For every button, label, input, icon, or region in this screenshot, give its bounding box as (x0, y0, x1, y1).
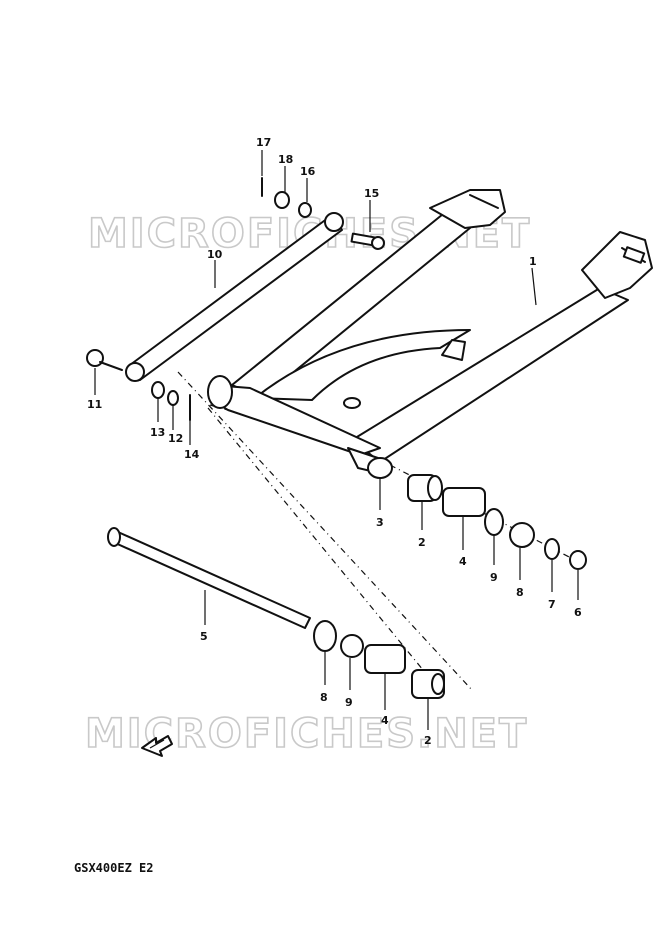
label-part-14: 14 (184, 448, 200, 461)
label-part-6: 6 (574, 606, 582, 619)
label-part-9-right: 9 (490, 571, 498, 584)
label-part-17: 17 (256, 136, 271, 149)
label-part-8-left: 8 (320, 691, 328, 704)
label-part-15: 15 (364, 187, 379, 200)
torque-link (125, 212, 344, 382)
label-part-2-right: 2 (418, 536, 426, 549)
leader-lines (94, 150, 579, 730)
label-part-10: 10 (207, 248, 223, 261)
label-part-11: 11 (87, 398, 102, 411)
upper-mount-hardware (261, 177, 385, 250)
left-pivot-hardware (313, 620, 445, 699)
label-part-13: 13 (150, 426, 165, 439)
label-part-1: 1 (529, 255, 537, 268)
label-part-2-left: 2 (424, 734, 432, 747)
pivot-shaft (107, 527, 311, 629)
swing-arm (207, 189, 653, 479)
label-part-4-right: 4 (459, 555, 467, 568)
label-part-7: 7 (548, 598, 556, 611)
torque-link-bolt (86, 349, 123, 371)
model-code: GSX400EZ E2 (74, 861, 153, 875)
label-part-8-right: 8 (516, 586, 524, 599)
label-part-3: 3 (376, 516, 384, 529)
label-part-5: 5 (200, 630, 208, 643)
label-part-12: 12 (168, 432, 183, 445)
label-part-9-left: 9 (345, 696, 353, 709)
label-part-18: 18 (278, 153, 293, 166)
label-part-16: 16 (300, 165, 316, 178)
label-part-4-left: 4 (381, 714, 389, 727)
right-pivot-hardware (407, 474, 587, 570)
front-direction-arrow-icon (141, 735, 173, 757)
